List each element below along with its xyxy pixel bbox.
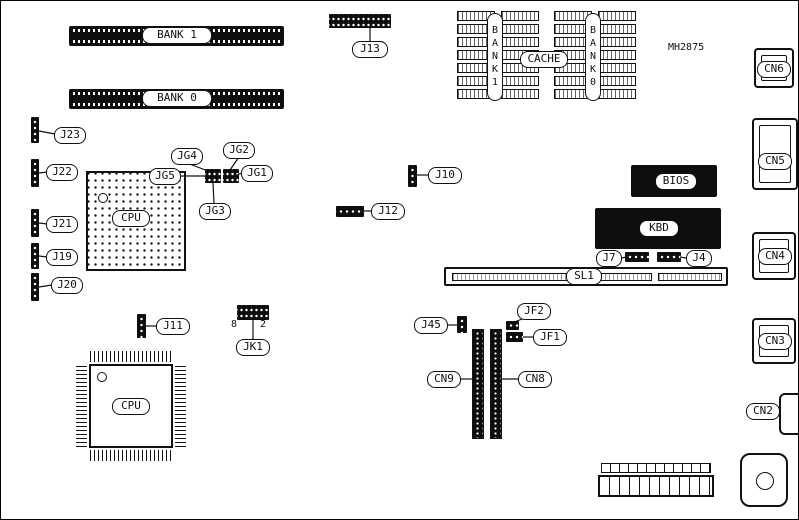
j45-header: [457, 316, 467, 333]
label-jf2: JF2: [517, 303, 551, 320]
label-jg3: JG3: [199, 203, 231, 220]
cache-chip: [598, 11, 636, 21]
sl1-slot-segment-short: [658, 273, 722, 281]
cache-chip: [598, 37, 636, 47]
leader-line: [212, 182, 215, 204]
jg-jumper-block-left: [205, 169, 221, 183]
j4-header: [657, 252, 681, 262]
label-kbd: KBD: [639, 220, 679, 237]
label-j20: J20: [51, 277, 83, 294]
sl1-slot-segment-long: [452, 273, 652, 281]
label-cn5: CN5: [758, 153, 792, 170]
jf2-header: [506, 321, 519, 330]
j10-header: [408, 165, 417, 187]
qfp-pins-right: [175, 365, 186, 447]
cache-chip: [501, 76, 539, 86]
j22-header: [31, 159, 39, 187]
label-jk1: JK1: [236, 339, 270, 356]
j13-header: [329, 14, 391, 28]
j12-header: [336, 206, 364, 217]
cache-chip: [501, 11, 539, 21]
label-j4: J4: [686, 250, 712, 267]
din-connector-circle: [756, 472, 774, 490]
label-cn3: CN3: [758, 333, 792, 350]
label-cn6: CN6: [757, 61, 791, 78]
qfp-pin1-marker: [97, 372, 107, 382]
label-bios: BIOS: [655, 173, 697, 190]
label-bank0: BANK 0: [142, 90, 212, 107]
label-cn2: CN2: [746, 403, 780, 420]
label-j22: J22: [46, 164, 78, 181]
label-jg5: JG5: [149, 168, 181, 185]
label-j23: J23: [54, 127, 86, 144]
power-connector-pins-row: [601, 463, 711, 473]
cn9-connector-strip: [472, 329, 484, 439]
cache-chip: [501, 89, 539, 99]
label-sl1: SL1: [566, 268, 602, 285]
label-cache-bank0: BANK0: [585, 13, 601, 101]
label-jf1: JF1: [533, 329, 567, 346]
jf1-header: [506, 332, 523, 342]
cn2-port: [779, 393, 798, 435]
label-cpu-qfp: CPU: [112, 398, 150, 415]
qfp-pins-left: [76, 365, 87, 447]
power-connector-body: [598, 475, 714, 497]
label-bank1: BANK 1: [142, 27, 212, 44]
jk1-pin2-number: 2: [260, 319, 267, 330]
cpu-pin1-marker: [98, 193, 108, 203]
j20-header: [31, 273, 39, 301]
label-j21: J21: [46, 216, 78, 233]
leader-line: [38, 130, 56, 135]
label-cn9: CN9: [427, 371, 461, 388]
cache-chip: [598, 63, 636, 73]
jk1-header: [237, 305, 269, 320]
keyboard-din-connector: [740, 453, 788, 507]
cache-chip: [598, 89, 636, 99]
label-j45: J45: [414, 317, 448, 334]
label-jg4: JG4: [171, 148, 203, 165]
j21-header: [31, 209, 39, 237]
jk1-pin8-number: 8: [231, 319, 238, 330]
j19-header: [31, 243, 39, 269]
j11-header: [137, 314, 146, 338]
qfp-pins-top: [90, 351, 172, 362]
label-cache-bank1: BANK1: [487, 13, 503, 101]
cache-chip: [501, 37, 539, 47]
label-j11: J11: [156, 318, 190, 335]
j23-header: [31, 117, 39, 143]
label-cpu-socket: CPU: [112, 210, 150, 227]
label-jg1: JG1: [241, 165, 273, 182]
label-cache: CACHE: [520, 51, 568, 68]
cache-chip: [598, 76, 636, 86]
cache-chip: [598, 50, 636, 60]
cn8-connector-strip: [490, 329, 502, 439]
label-jg2: JG2: [223, 142, 255, 159]
cache-chip: [598, 24, 636, 34]
part-number: MH2875: [668, 42, 705, 53]
label-j7: J7: [596, 250, 622, 267]
qfp-pins-bottom: [90, 450, 172, 461]
label-j10: J10: [428, 167, 462, 184]
label-cn8: CN8: [518, 371, 552, 388]
label-j19: J19: [46, 249, 78, 266]
label-j13: J13: [352, 41, 388, 58]
cache-chip: [501, 24, 539, 34]
label-j12: J12: [371, 203, 405, 220]
label-cn4: CN4: [758, 248, 792, 265]
j7-header: [625, 252, 649, 262]
jg-jumper-block-right: [223, 169, 239, 183]
